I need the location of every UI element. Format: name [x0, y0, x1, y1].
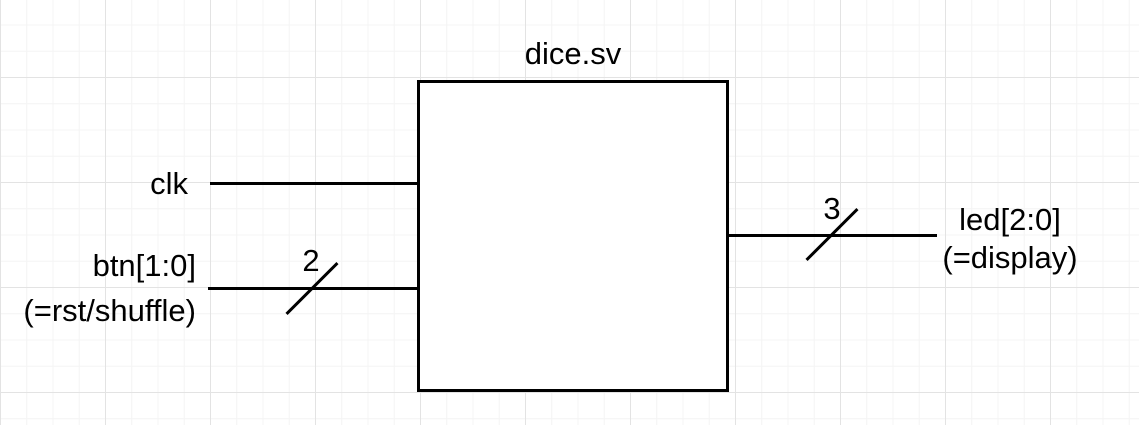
input-label-btn: btn[1:0] (=rst/shuffle) [0, 243, 196, 333]
input-label-btn-signal: btn[1:0] [92, 248, 196, 283]
input-label-clk: clk [150, 166, 188, 201]
led-bus-width-label: 3 [823, 191, 841, 226]
clk-wire [210, 182, 418, 185]
output-label-led-signal: led[2:0] [959, 202, 1061, 237]
module-box [417, 80, 729, 392]
btn-bus-width-label: 2 [302, 243, 320, 278]
output-label-led-alias: (=display) [942, 240, 1078, 275]
input-label-btn-alias: (=rst/shuffle) [23, 293, 196, 328]
module-title: dice.sv [524, 36, 622, 71]
output-label-led: led[2:0] (=display) [885, 201, 1135, 277]
